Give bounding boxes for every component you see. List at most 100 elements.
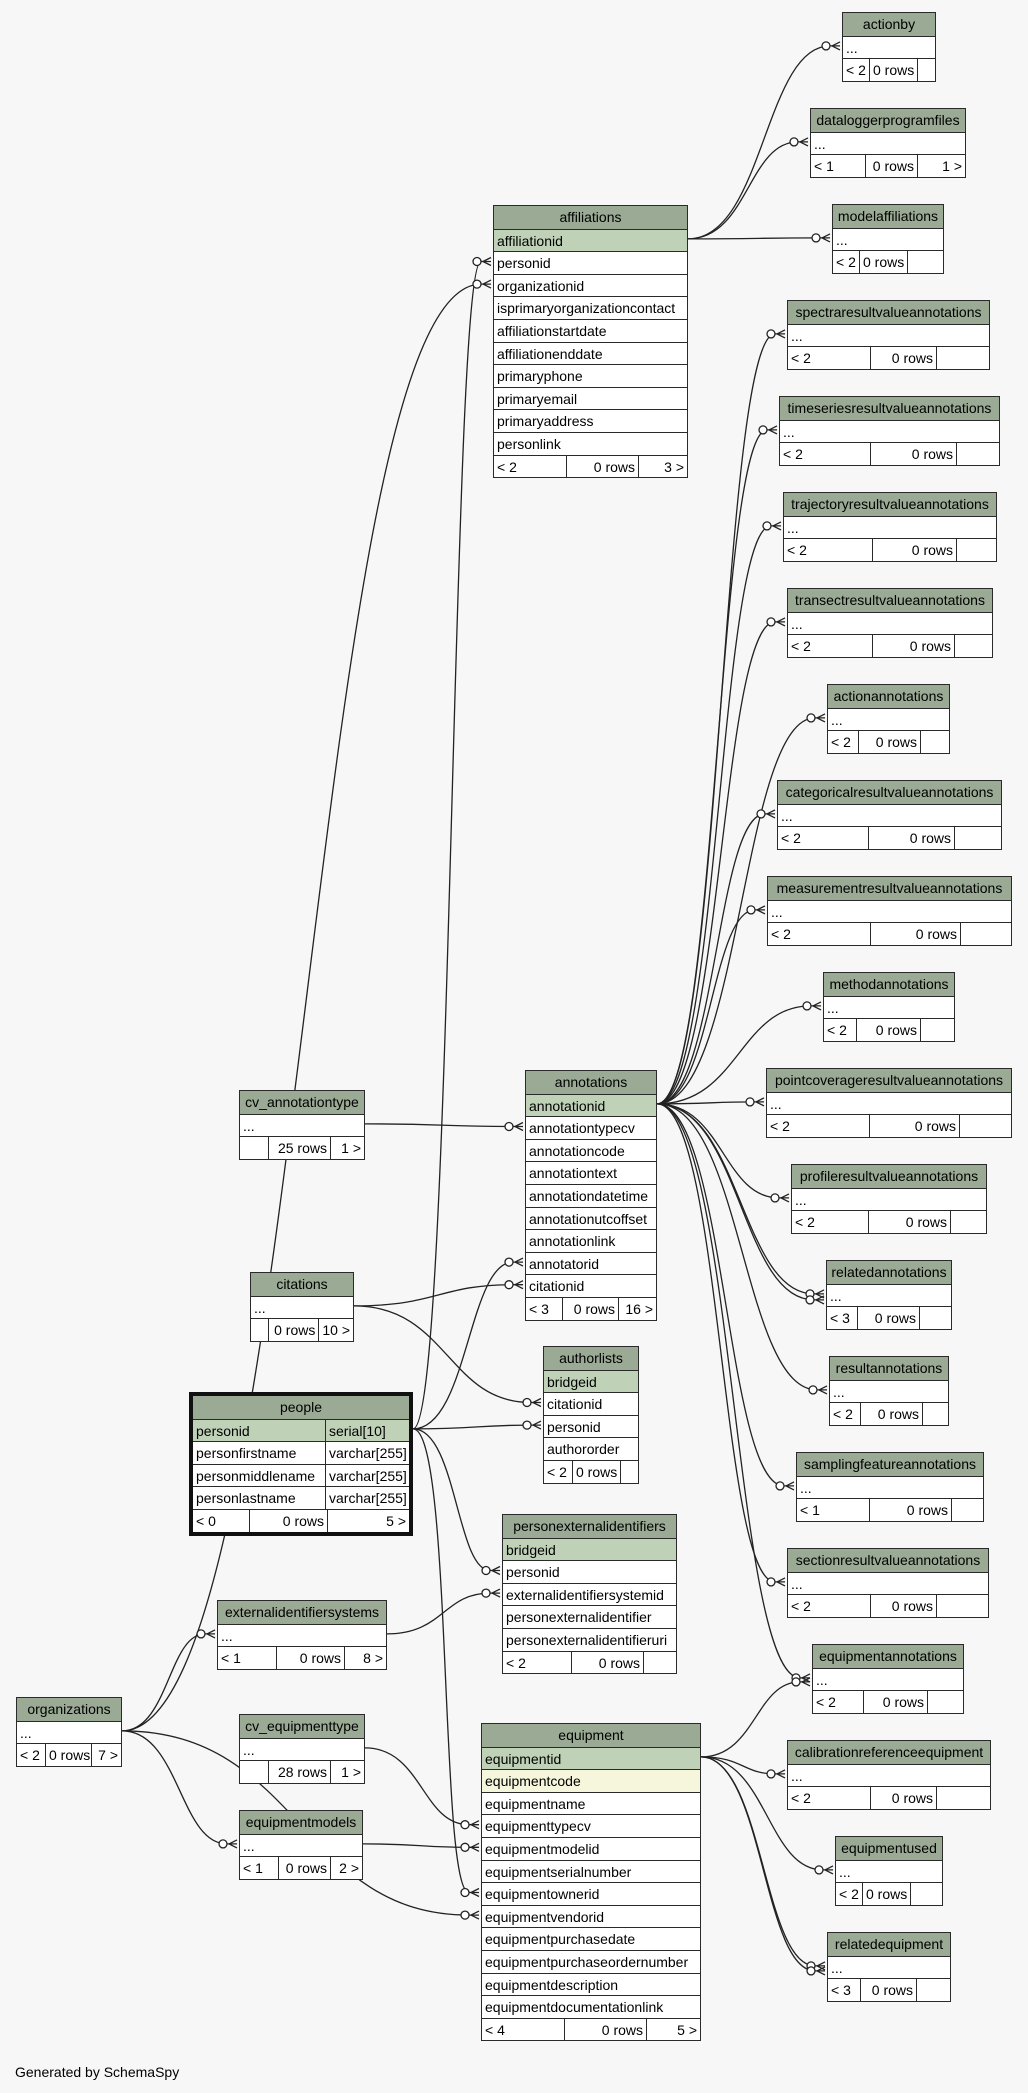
column-personid[interactable]: personid: [544, 1414, 638, 1438]
column-annotationdatetime[interactable]: annotationdatetime: [526, 1183, 656, 1207]
table-pointcoverageresultvalueannotations[interactable]: pointcoverageresultvalueannotations...< …: [766, 1068, 1012, 1138]
table-header[interactable]: resultannotations: [830, 1357, 948, 1380]
column-annotatorid[interactable]: annotatorid: [526, 1251, 656, 1275]
table-header[interactable]: profileresultvalueannotations: [792, 1165, 986, 1188]
column-annotationcode[interactable]: annotationcode: [526, 1138, 656, 1162]
table-header[interactable]: actionannotations: [828, 685, 949, 708]
column-ellipsis[interactable]: ...: [828, 1955, 950, 1979]
table-header[interactable]: sectionresultvalueannotations: [788, 1549, 988, 1572]
column-authororder[interactable]: authororder: [544, 1437, 638, 1460]
column-primaryphone[interactable]: primaryphone: [494, 364, 687, 387]
column-ellipsis[interactable]: ...: [767, 1091, 1011, 1115]
column-personid[interactable]: personid: [503, 1560, 676, 1583]
column-ellipsis[interactable]: ...: [788, 611, 992, 635]
column-affiliationstartdate[interactable]: affiliationstartdate: [494, 318, 687, 342]
column-equipmentserialnumber[interactable]: equipmentserialnumber: [482, 1859, 700, 1883]
column-ellipsis[interactable]: ...: [240, 1833, 362, 1857]
column-ellipsis[interactable]: ...: [788, 1763, 990, 1787]
table-header[interactable]: citations: [251, 1273, 353, 1296]
table-header[interactable]: methodannotations: [824, 973, 954, 996]
table-header[interactable]: actionby: [843, 13, 935, 36]
column-bridgeid[interactable]: bridgeid: [544, 1369, 638, 1393]
column-equipmentcode[interactable]: equipmentcode: [482, 1769, 700, 1792]
column-citationid[interactable]: citationid: [544, 1392, 638, 1415]
table-header[interactable]: relatedequipment: [828, 1933, 950, 1956]
column-equipmentownerid[interactable]: equipmentownerid: [482, 1882, 700, 1905]
table-header[interactable]: timeseriesresultvalueannotations: [780, 397, 999, 420]
column-annotationlink[interactable]: annotationlink: [526, 1229, 656, 1252]
column-ellipsis[interactable]: ...: [797, 1475, 983, 1499]
column-primaryaddress[interactable]: primaryaddress: [494, 409, 687, 432]
table-header[interactable]: categoricalresultvalueannotations: [778, 781, 1001, 804]
table-header[interactable]: spectraresultvalueannotations: [788, 301, 989, 324]
column-equipmentpurchasedate[interactable]: equipmentpurchasedate: [482, 1927, 700, 1950]
column-ellipsis[interactable]: ...: [778, 803, 1001, 827]
column-personlink[interactable]: personlink: [494, 431, 687, 455]
table-header[interactable]: personexternalidentifiers: [503, 1515, 676, 1538]
table-header[interactable]: pointcoverageresultvalueannotations: [767, 1069, 1011, 1092]
column-ellipsis[interactable]: ...: [240, 1737, 364, 1761]
column-ellipsis[interactable]: ...: [792, 1187, 986, 1211]
column-ellipsis[interactable]: ...: [833, 227, 943, 251]
column-affiliationenddate[interactable]: affiliationenddate: [494, 341, 687, 365]
table-header[interactable]: cv_equipmenttype: [240, 1715, 364, 1738]
column-ellipsis[interactable]: ...: [768, 899, 1011, 923]
table-header[interactable]: authorlists: [544, 1347, 638, 1370]
table-header[interactable]: equipmentused: [836, 1837, 942, 1860]
column-ellipsis[interactable]: ...: [780, 419, 999, 443]
column-externalidentifiersystemid[interactable]: externalidentifiersystemid: [503, 1582, 676, 1606]
table-header[interactable]: trajectoryresultvalueannotations: [784, 493, 996, 516]
column-ellipsis[interactable]: ...: [843, 35, 935, 59]
column-equipmentvendorid[interactable]: equipmentvendorid: [482, 1904, 700, 1928]
table-header[interactable]: transectresultvalueannotations: [788, 589, 992, 612]
table-header[interactable]: samplingfeatureannotations: [797, 1453, 983, 1476]
column-personexternalidentifieruri[interactable]: personexternalidentifieruri: [503, 1627, 676, 1651]
table-header[interactable]: relatedannotations: [827, 1261, 951, 1284]
table-header[interactable]: calibrationreferenceequipment: [788, 1741, 990, 1764]
table-header[interactable]: affiliations: [494, 206, 687, 229]
column-equipmentid[interactable]: equipmentid: [482, 1746, 700, 1770]
column-equipmentdescription[interactable]: equipmentdescription: [482, 1972, 700, 1996]
table-header[interactable]: externalidentifiersystems: [218, 1601, 386, 1624]
table-header[interactable]: organizations: [17, 1698, 121, 1721]
column-ellipsis[interactable]: ...: [788, 323, 989, 347]
column-ellipsis[interactable]: ...: [251, 1295, 353, 1319]
column-citationid[interactable]: citationid: [526, 1274, 656, 1297]
table-header[interactable]: cv_annotationtype: [240, 1091, 364, 1114]
column-ellipsis[interactable]: ...: [830, 1379, 948, 1403]
column-annotationtext[interactable]: annotationtext: [526, 1161, 656, 1184]
column-ellipsis[interactable]: ...: [813, 1667, 963, 1691]
column-ellipsis[interactable]: ...: [784, 515, 996, 539]
column-equipmentdocumentationlink[interactable]: equipmentdocumentationlink: [482, 1995, 700, 2018]
table-header[interactable]: modelaffiliations: [833, 205, 943, 228]
column-equipmentpurchaseordernumber[interactable]: equipmentpurchaseordernumber: [482, 1949, 700, 1973]
column-isprimaryorganizationcontact[interactable]: isprimaryorganizationcontact: [494, 296, 687, 319]
column-annotationtypecv[interactable]: annotationtypecv: [526, 1116, 656, 1139]
column-primaryemail[interactable]: primaryemail: [494, 386, 687, 410]
